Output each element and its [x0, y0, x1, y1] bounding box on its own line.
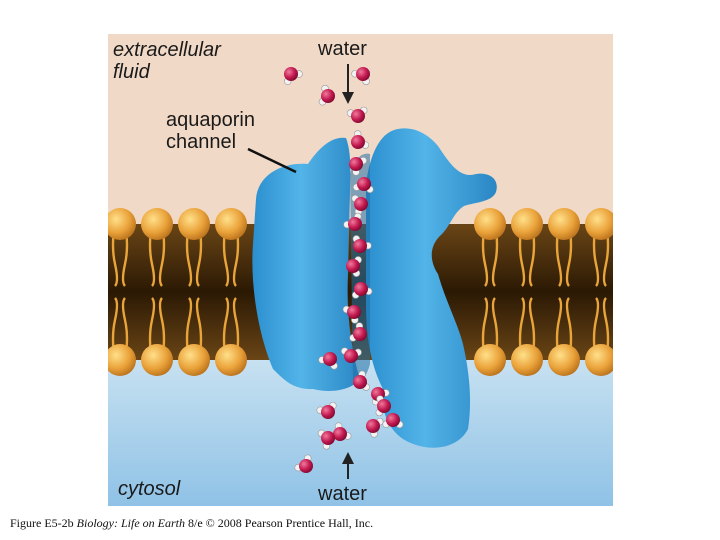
water-molecule	[352, 235, 372, 253]
diagram-svg	[108, 34, 613, 506]
water-out-arrow	[342, 452, 354, 479]
caption-book: Biology: Life on Earth	[76, 516, 185, 530]
water-molecule	[351, 130, 370, 149]
aquaporin-label-line2: channel	[166, 131, 237, 153]
figure-caption: Figure E5-2b Biology: Life on Earth 8/e …	[10, 516, 373, 531]
caption-figure: Figure E5-2b	[10, 516, 74, 530]
water-molecule	[352, 177, 374, 194]
caption-edition: 8/e	[187, 516, 203, 530]
water-molecule	[349, 156, 367, 176]
lipid-head	[474, 208, 506, 240]
water-bottom-label: water	[318, 483, 367, 505]
lipid-head	[215, 208, 247, 240]
water-molecule	[316, 401, 337, 419]
water-molecule	[375, 395, 391, 417]
water-molecule	[353, 370, 370, 391]
lipid-head	[474, 344, 506, 376]
water-molecule	[366, 417, 384, 438]
water-molecule	[333, 422, 352, 441]
lipid-head	[141, 208, 173, 240]
lipid-head	[141, 344, 173, 376]
lipid-head	[548, 208, 580, 240]
lipid-head	[511, 208, 543, 240]
lipid-head	[108, 344, 136, 376]
water-molecule	[318, 352, 338, 370]
aquaporin-channel-label: aquaporin channel	[166, 109, 255, 153]
extracellular-label-line2: fluid	[113, 61, 150, 83]
water-in-arrow	[342, 64, 354, 104]
water-molecule	[349, 322, 367, 342]
water-molecules	[283, 67, 404, 473]
water-molecule	[283, 67, 303, 85]
water-molecule	[340, 347, 362, 363]
extracellular-label-line1: extracellular	[113, 39, 221, 61]
water-molecule	[382, 413, 404, 429]
lipid-head	[215, 344, 247, 376]
water-molecule	[351, 282, 373, 299]
water-top-label: water	[318, 38, 367, 60]
water-molecule	[294, 454, 313, 473]
lipid-head	[178, 208, 210, 240]
water-molecule	[342, 305, 361, 324]
lipid-head	[548, 344, 580, 376]
water-molecule	[343, 212, 362, 231]
lipid-head	[178, 344, 210, 376]
extracellular-fluid-label: extracellular fluid	[113, 39, 221, 83]
water-molecule	[351, 67, 370, 86]
caption-copyright: © 2008 Pearson Prentice Hall, Inc.	[205, 516, 374, 530]
water-molecule	[346, 256, 362, 277]
lipid-head	[108, 208, 136, 240]
lipid-head	[585, 208, 613, 240]
lipid-heads	[108, 208, 613, 376]
water-molecule	[318, 84, 335, 106]
lipid-head	[511, 344, 543, 376]
water-molecule	[346, 106, 368, 123]
aquaporin-pointer	[247, 147, 297, 174]
cytosol-label: cytosol	[118, 478, 181, 500]
aquaporin-diagram	[108, 34, 613, 506]
water-molecule	[317, 429, 335, 450]
lipid-head	[585, 344, 613, 376]
aquaporin-label-line1: aquaporin	[166, 109, 255, 131]
